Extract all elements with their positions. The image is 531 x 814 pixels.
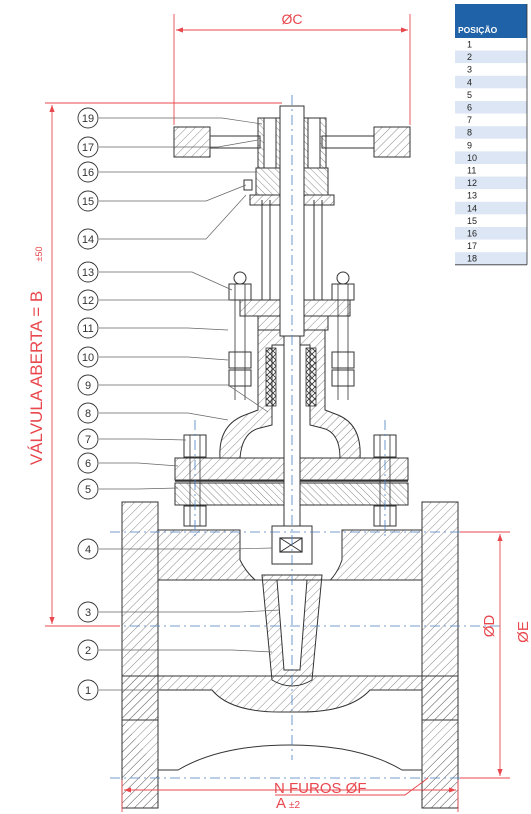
svg-text:8: 8 [85,408,91,420]
svg-text:12: 12 [467,178,477,188]
callout-8: 8 [77,402,229,424]
callout-1: 1 [77,679,160,701]
callout-5: 5 [77,478,179,500]
svg-text:15: 15 [467,216,477,226]
dim-right-e-label: ØE [515,621,531,643]
svg-text:9: 9 [85,380,91,392]
svg-text:11: 11 [467,166,476,176]
callout-7: 7 [77,428,187,450]
table-row: 16 [455,227,527,240]
table-row: 12 [455,176,527,190]
svg-text:13: 13 [467,191,477,201]
svg-text:4: 4 [467,77,472,87]
bonnet [219,271,361,459]
svg-text:12: 12 [82,295,94,307]
table-row: 9 [455,138,527,152]
svg-text:16: 16 [82,167,94,179]
table-header-bg [455,4,527,26]
table-row: 13 [455,189,527,202]
svg-text:7: 7 [85,434,91,446]
callout-15: 15 [77,184,247,212]
svg-text:3: 3 [467,65,472,75]
callout-4: 4 [77,538,273,560]
svg-text:6: 6 [85,458,91,470]
dim-vertical-tol: ±50 [34,247,44,262]
callout-19: 19 [77,107,263,129]
callout-group: 19 17 16 15 14 13 12 11 10 9 8 7 6 5 4 3 2 1 [77,107,281,701]
svg-text:14: 14 [467,203,477,213]
svg-text:11: 11 [82,323,93,335]
svg-text:2: 2 [85,645,91,657]
svg-text:16: 16 [467,229,477,239]
svg-text:1: 1 [467,40,472,50]
table-row: 7 [455,113,527,127]
table-row: 15 [455,214,527,227]
callout-3: 3 [77,601,281,623]
dim-holes-label: N FUROS ØF [274,780,367,797]
table-row: 18 [455,252,527,265]
table-row: 2 [455,50,527,64]
svg-text:17: 17 [82,142,94,154]
svg-text:3: 3 [85,607,91,619]
callout-13: 13 [77,261,233,291]
dim-top-label: ØC [282,11,303,27]
dim-bottom-label: A [276,795,286,812]
svg-text:18: 18 [467,254,477,264]
svg-text:2: 2 [467,52,472,62]
dim-vertical-label: VÁLVULA ABERTA = B [27,291,46,465]
table-row: 14 [455,201,527,215]
table-header-label: POSIÇÃO [458,25,498,35]
callout-16: 16 [77,161,256,183]
callout-10: 10 [77,346,229,368]
table-row: 3 [455,63,527,76]
svg-text:4: 4 [85,544,91,556]
svg-text:7: 7 [467,115,472,125]
svg-text:17: 17 [467,241,477,251]
svg-text:14: 14 [82,234,94,246]
table-row: 6 [455,101,527,114]
centerlines [110,95,500,779]
svg-text:19: 19 [82,113,94,125]
callout-12: 12 [77,289,230,311]
svg-text:10: 10 [82,352,94,364]
dim-bottom-tol: ±2 [289,800,300,811]
callout-2: 2 [77,639,273,661]
callout-17: 17 [77,136,259,158]
svg-text:15: 15 [82,196,94,208]
callout-9: 9 [77,374,269,413]
svg-text:5: 5 [467,90,472,100]
svg-text:9: 9 [467,140,472,150]
svg-text:13: 13 [82,267,94,279]
svg-text:6: 6 [467,103,472,113]
table-row: 1 [455,38,527,51]
table-row: 11 [455,164,527,177]
callout-6: 6 [77,452,179,474]
table-row: 17 [455,239,527,253]
svg-text:1: 1 [85,685,91,697]
callout-14: 14 [77,194,247,250]
dimension-lines [45,14,510,812]
table-row: 8 [455,126,527,139]
dim-right-d-label: ØD [481,615,498,638]
table-row: 5 [455,88,527,101]
svg-text:8: 8 [467,128,472,138]
callout-11: 11 [77,317,229,339]
svg-text:5: 5 [85,484,91,496]
table-row: 4 [455,75,527,89]
svg-text:10: 10 [467,153,477,163]
table-row: 10 [455,151,527,164]
